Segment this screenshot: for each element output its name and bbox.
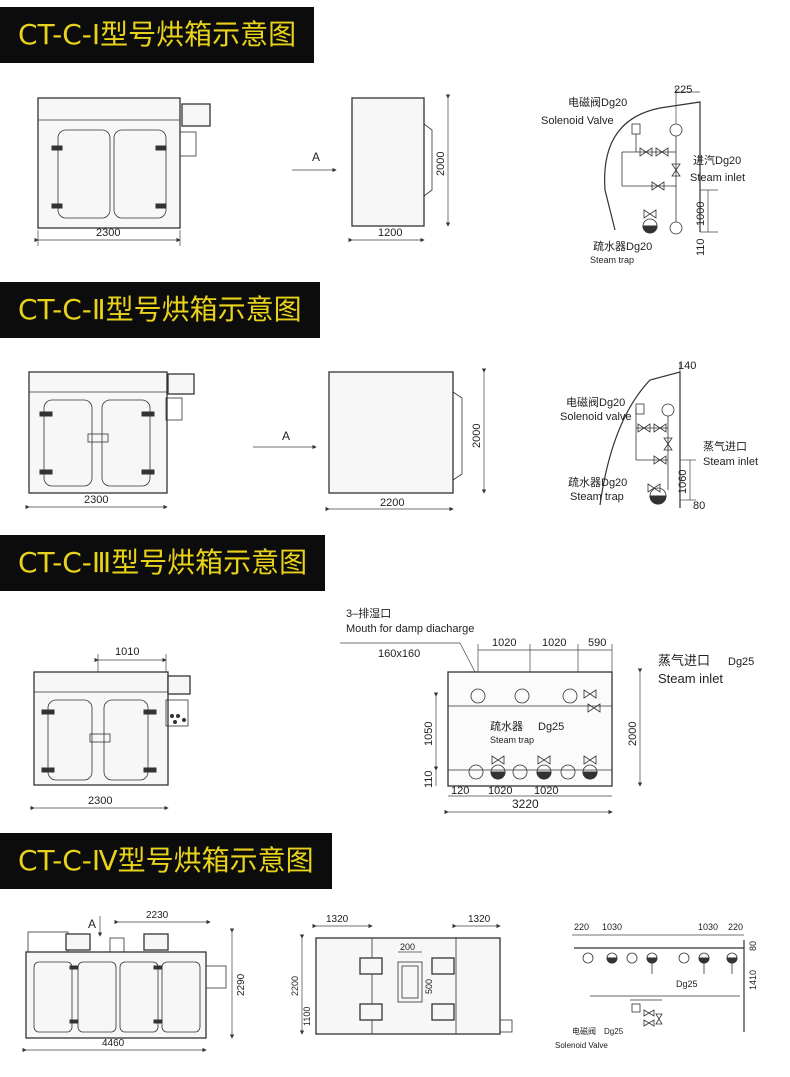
section-title-4: CT-C-Ⅳ型号烘箱示意图	[0, 833, 332, 889]
svg-text:蒸气进口: 蒸气进口	[658, 653, 710, 668]
svg-text:Steam trap: Steam trap	[570, 491, 624, 503]
svg-text:Mouth for damp diacharge: Mouth for damp diacharge	[346, 623, 474, 635]
svg-text:3–排湿口: 3–排湿口	[346, 606, 391, 620]
oven-1-front-view: 2300	[34, 97, 211, 246]
motor-icon	[167, 675, 191, 695]
oven-1-piping: 225 电磁阀Dg20 Solenoid Valve 进汽Dg20 Steam …	[541, 84, 745, 265]
section-title-2: CT-C-Ⅱ型号烘箱示意图	[0, 282, 320, 338]
svg-text:1100: 1100	[302, 1007, 312, 1026]
section-title-3: CT-C-Ⅲ型号烘箱示意图	[0, 535, 326, 591]
oven-2-front-view: 2300	[25, 371, 195, 510]
svg-text:110: 110	[423, 770, 435, 788]
svg-text:220: 220	[574, 922, 589, 932]
svg-text:Dg25: Dg25	[728, 656, 754, 668]
svg-text:1060: 1060	[677, 470, 689, 494]
section-title-1: CT-C-Ⅰ型号烘箱示意图	[0, 7, 315, 63]
svg-text:1050: 1050	[423, 722, 435, 746]
svg-text:A: A	[282, 429, 290, 443]
svg-text:进汽Dg20: 进汽Dg20	[693, 153, 741, 167]
svg-text:200: 200	[400, 942, 415, 952]
svg-text:Steam inlet: Steam inlet	[703, 456, 758, 468]
svg-text:160x160: 160x160	[378, 648, 420, 660]
svg-text:A: A	[312, 150, 320, 164]
svg-text:Dg25: Dg25	[538, 721, 564, 733]
svg-text:120: 120	[451, 785, 469, 797]
svg-text:110: 110	[695, 238, 707, 256]
svg-text:Solenoid valve: Solenoid valve	[560, 411, 632, 423]
svg-text:Steam trap: Steam trap	[490, 735, 534, 745]
svg-text:590: 590	[588, 637, 606, 649]
svg-text:Steam inlet: Steam inlet	[690, 172, 745, 184]
motor-icon	[65, 933, 91, 951]
svg-text:140: 140	[678, 360, 696, 372]
oven-1-view-arrow: A	[292, 150, 337, 173]
svg-text:2200: 2200	[380, 497, 404, 509]
svg-text:电磁阀Dg20: 电磁阀Dg20	[568, 95, 627, 109]
svg-text:1020: 1020	[542, 637, 566, 649]
oven-3-plan-view: 3–排湿口 Mouth for damp diacharge 160x160 1…	[340, 606, 754, 815]
svg-text:1320: 1320	[326, 914, 349, 925]
motor-icon	[181, 103, 211, 127]
svg-text:Dg25: Dg25	[676, 979, 698, 989]
svg-text:3220: 3220	[512, 797, 539, 811]
svg-text:Solenoid Valve: Solenoid Valve	[541, 115, 614, 127]
motor-icon	[143, 933, 169, 951]
svg-text:1020: 1020	[492, 637, 516, 649]
svg-text:1010: 1010	[115, 646, 139, 658]
svg-text:Steam inlet: Steam inlet	[658, 671, 723, 686]
oven-2-side-view: 2200 2000	[325, 368, 487, 512]
oven-3-front-view: 1010 2300	[30, 646, 191, 811]
svg-text:80: 80	[693, 500, 705, 512]
svg-text:Dg25: Dg25	[604, 1027, 624, 1036]
svg-text:1410: 1410	[748, 970, 758, 990]
oven-4-side-view: 1320 1320 200 500 2200 1100	[290, 914, 513, 1035]
motor-icon	[167, 373, 195, 395]
svg-text:500: 500	[424, 979, 434, 994]
svg-text:1320: 1320	[468, 914, 491, 925]
dim-front-width: 2300	[96, 227, 120, 239]
svg-text:1020: 1020	[534, 785, 558, 797]
svg-text:2200: 2200	[290, 976, 300, 996]
svg-text:2000: 2000	[627, 722, 639, 746]
oven-4-front-view: A 2230 2290 4460	[22, 910, 247, 1053]
svg-text:1020: 1020	[488, 785, 512, 797]
svg-text:电磁阀: 电磁阀	[572, 1026, 596, 1036]
oven-1-side-view: 1200 2000	[348, 94, 451, 243]
svg-text:蒸气进口: 蒸气进口	[703, 439, 747, 453]
svg-text:1030: 1030	[698, 922, 718, 932]
svg-text:220: 220	[728, 922, 743, 932]
svg-text:A: A	[88, 917, 96, 931]
oven-2-view-arrow: A	[253, 429, 317, 450]
svg-text:2230: 2230	[146, 910, 169, 921]
svg-text:80: 80	[748, 941, 758, 951]
svg-text:2300: 2300	[84, 494, 108, 506]
svg-text:4460: 4460	[102, 1038, 125, 1049]
oven-4-piping: 220 1030 1030 220 Dg25 80 1410 电磁阀 Dg25 …	[555, 922, 758, 1050]
svg-text:225: 225	[674, 84, 692, 96]
svg-text:1030: 1030	[602, 922, 622, 932]
svg-text:疏水器: 疏水器	[490, 719, 523, 733]
svg-text:Solenoid Valve: Solenoid Valve	[555, 1041, 608, 1050]
svg-text:1000: 1000	[695, 202, 707, 226]
svg-text:2290: 2290	[236, 973, 247, 996]
svg-text:Steam trap: Steam trap	[590, 255, 634, 265]
svg-text:疏水器Dg20: 疏水器Dg20	[568, 475, 627, 489]
svg-text:2300: 2300	[88, 795, 112, 807]
svg-text:疏水器Dg20: 疏水器Dg20	[593, 239, 652, 253]
svg-text:1200: 1200	[378, 227, 402, 239]
oven-2-piping: 140 电磁阀Dg20 Solenoid valve 蒸气进口 Steam in…	[560, 360, 758, 512]
svg-text:电磁阀Dg20: 电磁阀Dg20	[566, 395, 625, 409]
svg-text:2000: 2000	[435, 152, 447, 176]
svg-text:2000: 2000	[471, 424, 483, 448]
